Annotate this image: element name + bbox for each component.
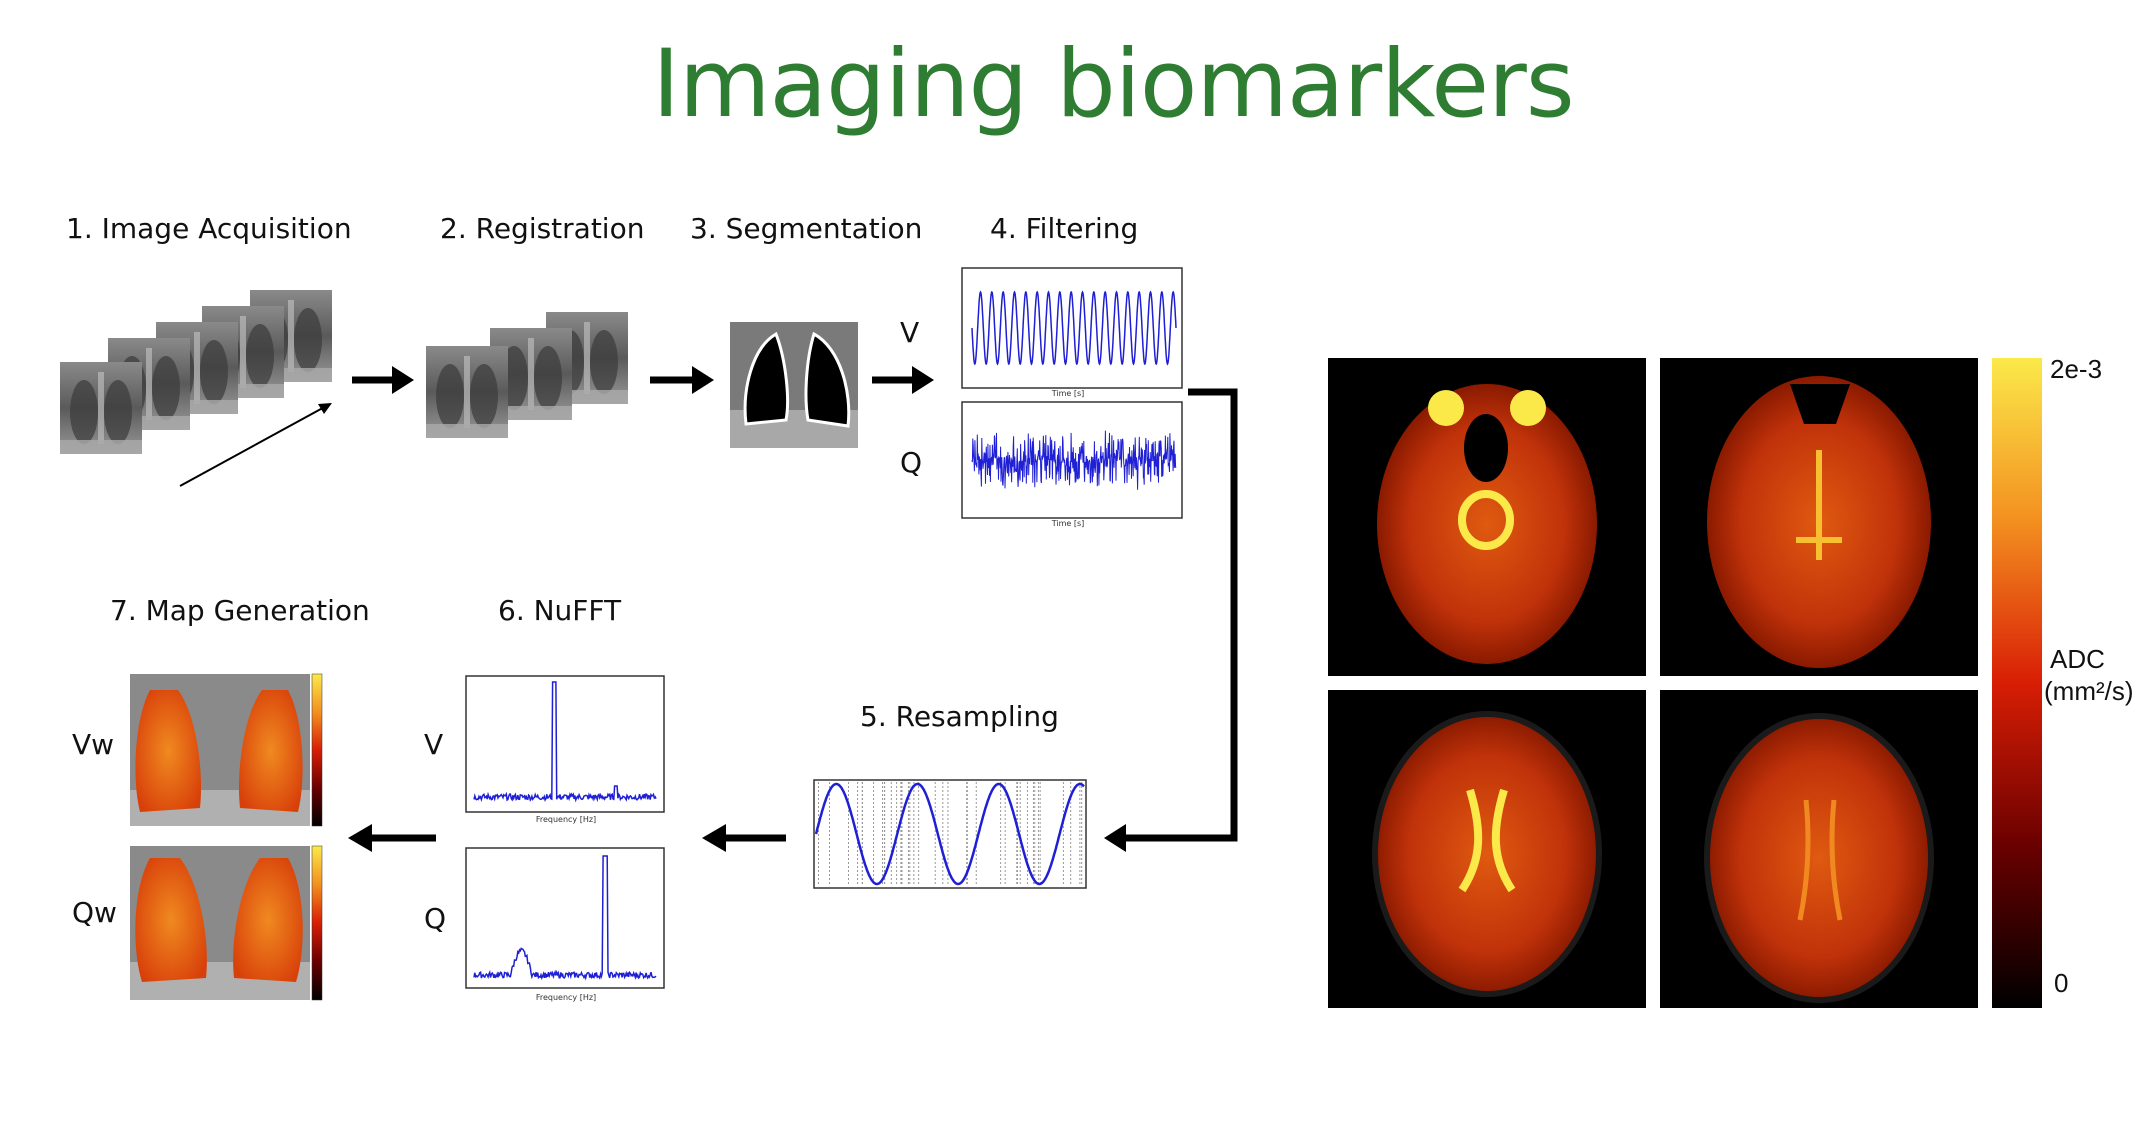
- filtered-q-plot: Time [s]: [961, 401, 1183, 528]
- svg-text:Time [s]: Time [s]: [1051, 389, 1085, 398]
- svg-text:Frequency [Hz]: Frequency [Hz]: [536, 993, 596, 1002]
- filter-v-label: V: [900, 316, 920, 349]
- page-title: Imaging biomarkers: [652, 30, 1574, 139]
- filtered-v-plot: Time [s]: [961, 267, 1183, 398]
- arrow-6-to-7: [348, 824, 436, 852]
- resampling-plot: [813, 779, 1087, 889]
- adc-colorbar: [1992, 358, 2042, 1008]
- filter-q-label: Q: [900, 446, 923, 479]
- map-qw-image: [130, 845, 323, 1001]
- arrow-2-to-3: [650, 366, 714, 394]
- adc-map-slice-4: [1660, 690, 1978, 1008]
- arrow-3-to-4: [872, 366, 934, 394]
- arrow-4-to-5: [1104, 388, 1238, 852]
- step-image-acquisition: 1. Image Acquisition: [66, 212, 352, 245]
- step-nufft: 6. NuFFT: [498, 594, 622, 627]
- time-axis-arrow: [179, 403, 331, 487]
- svg-text:Time [s]: Time [s]: [1051, 519, 1085, 528]
- map-vw-image: [130, 673, 323, 827]
- step-map-generation: 7. Map Generation: [110, 594, 370, 627]
- segmentation-image: [730, 322, 858, 448]
- colorbar-min-label: 0: [2054, 968, 2069, 998]
- map-vw-label: Vw: [72, 728, 115, 761]
- colorbar-unit-label-1: ADC: [2050, 644, 2105, 674]
- colorbar-max-label: 2e-3: [2050, 354, 2103, 384]
- nufft-q-plot: Frequency [Hz]: [465, 847, 665, 1002]
- svg-text:Frequency [Hz]: Frequency [Hz]: [536, 815, 596, 824]
- arrow-5-to-6: [702, 824, 786, 852]
- nufft-q-label: Q: [424, 902, 447, 935]
- colorbar-unit-label-2: (mm²/s): [2044, 676, 2134, 706]
- acquisition-stack: [60, 290, 332, 454]
- map-qw-label: Qw: [72, 896, 117, 929]
- adc-map-slice-2: [1660, 358, 1978, 676]
- step-segmentation: 3. Segmentation: [690, 212, 923, 245]
- step-filtering: 4. Filtering: [990, 212, 1139, 245]
- adc-map-slice-3: [1328, 690, 1646, 1008]
- step-registration: 2. Registration: [440, 212, 645, 245]
- nufft-v-label: V: [424, 728, 444, 761]
- nufft-v-plot: Frequency [Hz]: [465, 675, 665, 824]
- arrow-1-to-2: [352, 366, 414, 394]
- registration-stack: [426, 312, 628, 438]
- step-resampling: 5. Resampling: [860, 700, 1059, 733]
- adc-map-slice-1: [1328, 358, 1646, 676]
